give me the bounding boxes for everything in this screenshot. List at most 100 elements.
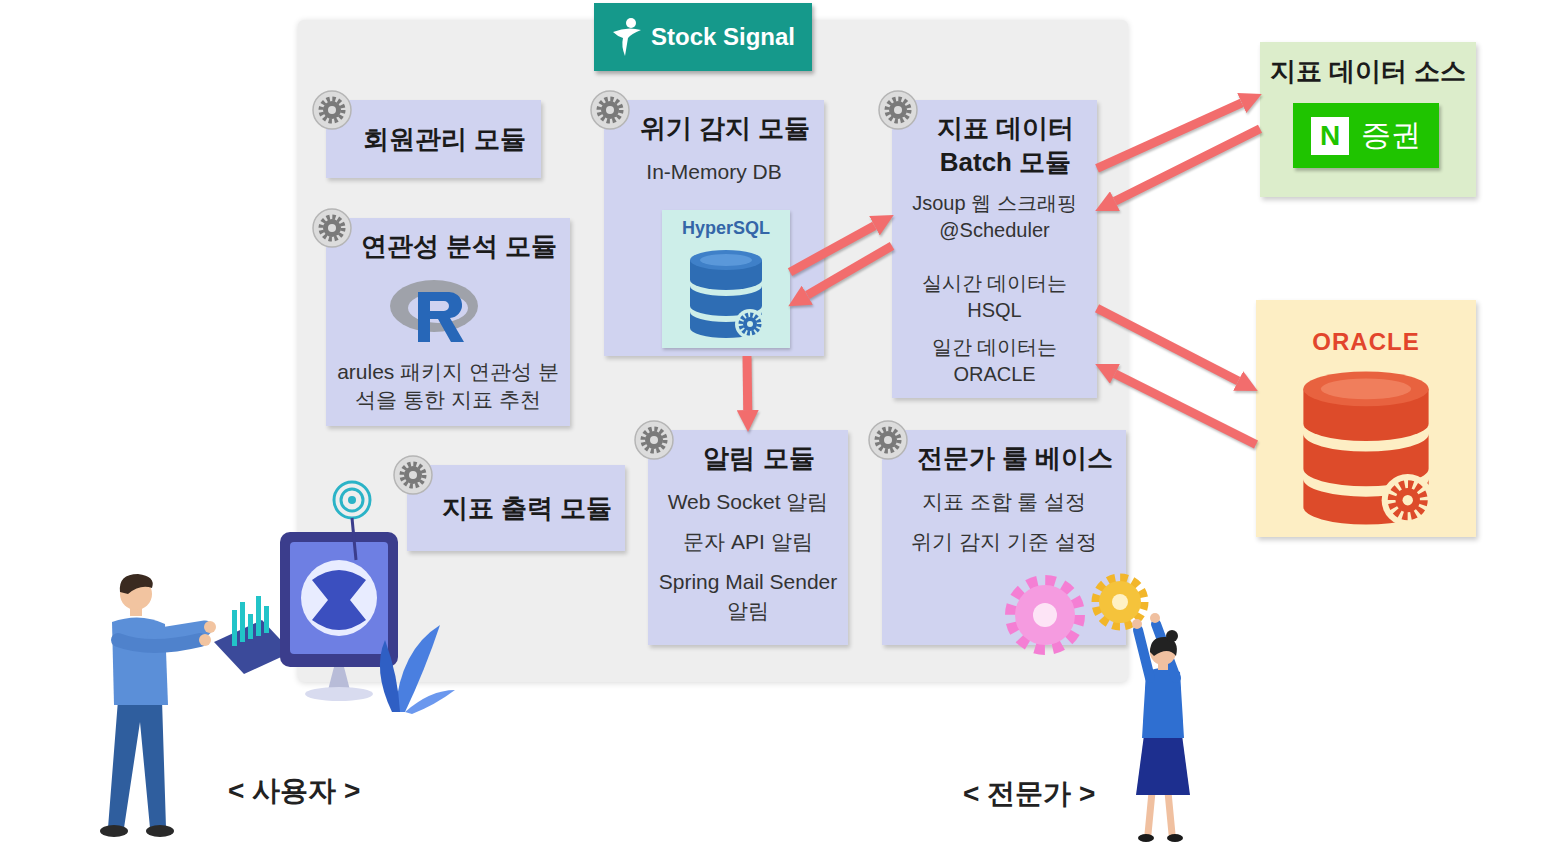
user-figure (130, 600, 142, 616)
module-box: 위기 감지 모듈 In-Memory DB HyperSQL (604, 100, 824, 356)
gear-figure (1112, 594, 1128, 610)
expert-figure (1136, 735, 1190, 795)
user-figure (100, 825, 128, 837)
gear-figure (1015, 585, 1075, 645)
chart-tablet (232, 610, 237, 646)
node-title: 위기 감지 모듈 (612, 112, 816, 146)
gear-icon (313, 91, 351, 129)
monitor-figure (305, 687, 373, 701)
source-logo-box: N 증권 (1293, 103, 1439, 168)
expert-figure (1166, 630, 1178, 642)
database-icon (690, 250, 765, 339)
chart-tablet (248, 614, 253, 639)
flow-arrow (790, 226, 874, 272)
target-icon (341, 489, 363, 511)
r-logo (388, 278, 480, 344)
plant-figure (380, 640, 400, 712)
gear-icon (634, 420, 674, 460)
node-text: Spring Mail Sender 알림 (656, 568, 840, 625)
module-box: 지표 출력 모듈 (407, 465, 625, 551)
gear-figure (1011, 578, 1144, 649)
node-text: 지표 조합 룰 설정 (890, 488, 1118, 516)
gear-icon (878, 90, 918, 130)
user-figure (118, 640, 200, 646)
gear-icon (393, 455, 433, 495)
flow-arrow (743, 356, 753, 410)
gear-icon (312, 208, 352, 248)
database-icon (1303, 371, 1433, 526)
node-text: Jsoup 웹 스크래핑 @Scheduler (900, 190, 1089, 244)
r-logo (418, 292, 464, 342)
gear-icon (590, 90, 630, 130)
role-label: < 전문가 > (963, 775, 1095, 813)
plant-figure (395, 625, 440, 712)
node-text: Web Socket 알림 (656, 488, 840, 516)
node-text: 증권 (1361, 115, 1421, 156)
chart-tablet (256, 596, 261, 636)
node-title: Stock Signal (651, 23, 795, 51)
node-text: arules 패키지 연관성 분석을 통한 지표 추천 (334, 358, 562, 415)
logo-icon (611, 15, 643, 59)
user-figure (120, 578, 152, 610)
module-box: 전문가 룰 베이스지표 조합 룰 설정위기 감지 기준 설정 (882, 430, 1126, 645)
module-box: 지표 데이터 Batch 모듈Jsoup 웹 스크래핑 @Scheduler실시… (892, 100, 1097, 398)
user-figure (112, 617, 168, 705)
database-box: HyperSQL (662, 210, 790, 348)
gear-icon (869, 421, 907, 459)
expert-figure (1148, 792, 1172, 834)
gear-icon (868, 420, 908, 460)
node-title: 지표 데이터 소스 (1268, 54, 1468, 89)
gear-icon (635, 421, 673, 459)
user-figure (108, 700, 166, 828)
target-icon (348, 496, 356, 504)
monitor-figure (301, 560, 377, 636)
gear-icon (879, 91, 917, 129)
module-box: 연관성 분석 모듈arules 패키지 연관성 분석을 통한 지표 추천 (326, 218, 570, 426)
monitor-figure (328, 667, 350, 690)
connector-group (747, 103, 1260, 445)
gear-figure (1099, 581, 1141, 623)
expert-figure (1150, 637, 1177, 656)
gear-figure (1033, 603, 1057, 627)
chart-tablet (264, 606, 269, 633)
module-box: 알림 모듈 Web Socket 알림문자 API 알림 Spring Mail S… (648, 430, 848, 645)
node-title: HyperSQL (666, 218, 786, 239)
user-figure (100, 574, 216, 837)
node-text: 위기 감지 기준 설정 (890, 528, 1118, 556)
database-icon (686, 248, 766, 340)
monitor-figure (280, 532, 398, 701)
expert-figure (1150, 613, 1160, 623)
user-figure (146, 825, 174, 837)
target-icon (334, 482, 370, 518)
title-tab: Stock Signal (594, 3, 812, 71)
gear-icon (591, 91, 629, 129)
monitor-figure (312, 570, 366, 630)
target-icon (334, 482, 370, 560)
gear-icon (312, 90, 352, 130)
expert-figure (1142, 668, 1184, 738)
module-box: 회원관리 모듈 (326, 100, 541, 178)
node-text: 문자 API 알림 (656, 528, 840, 556)
r-logo (390, 280, 478, 332)
user-figure (204, 621, 216, 633)
flow-arrow (807, 246, 892, 295)
expert-figure (1132, 613, 1190, 842)
flow-arrow (1097, 308, 1238, 381)
node-title: 지표 출력 모듈 (415, 492, 617, 526)
node-text: In-Memory DB (612, 158, 816, 186)
node-text: 일간 데이터는 ORACLE (900, 334, 1089, 388)
logo-icon (626, 18, 636, 28)
chart-tablet (214, 620, 292, 674)
node-title: 알림 모듈 (656, 442, 840, 476)
expert-figure (1138, 834, 1154, 842)
monitor-figure (290, 542, 388, 654)
database-icon (1296, 368, 1436, 528)
gear-icon (313, 209, 351, 247)
user-figure (199, 634, 211, 646)
node-title: N (1311, 117, 1349, 155)
expert-figure (1156, 624, 1176, 678)
expert-figure (1150, 639, 1176, 665)
node-title: 회원관리 모듈 (334, 123, 533, 157)
source-box: 지표 데이터 소스 N 증권 (1260, 42, 1476, 197)
node-title: ORACLE (1264, 328, 1468, 356)
